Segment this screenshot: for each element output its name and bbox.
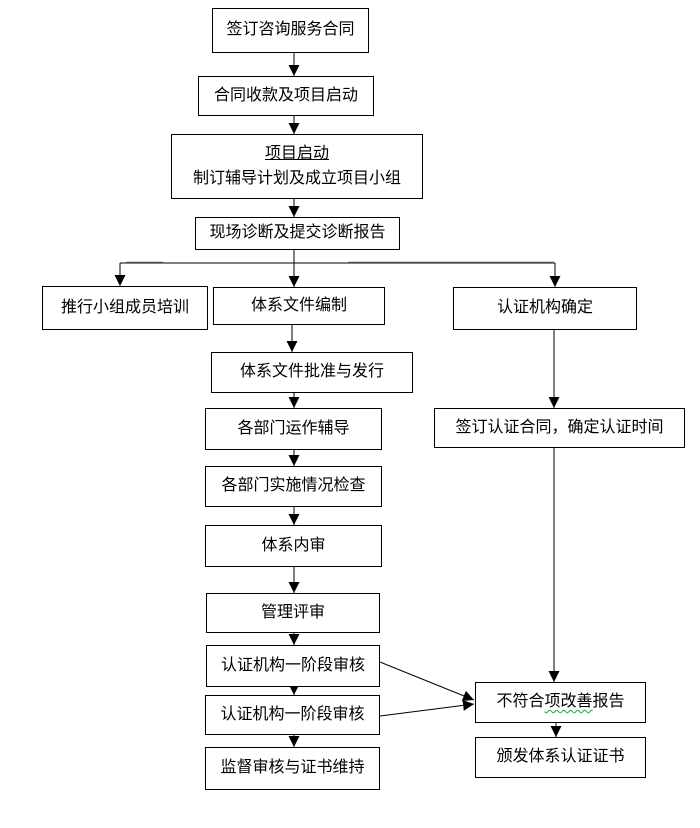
arrow-stage1b-to-ncr bbox=[379, 699, 475, 717]
label-spellcheck-segment: 项改善 bbox=[544, 693, 593, 711]
node-label: 认证机构一阶段审核 bbox=[220, 705, 365, 723]
node-label-line2: 制订辅导计划及成立项目小组 bbox=[192, 169, 401, 187]
node-sign-consult-contract: 签订咨询服务合同 bbox=[212, 8, 369, 53]
node-cert-contract: 签订认证合同，确定认证时间 bbox=[434, 408, 685, 448]
node-mgmt-review: 管理评审 bbox=[206, 593, 380, 633]
node-label: 各部门运作辅导 bbox=[237, 419, 350, 437]
node-label: 管理评审 bbox=[260, 603, 325, 621]
node-label: 认证机构确定 bbox=[496, 299, 593, 317]
node-label: 推行小组成员培训 bbox=[60, 298, 189, 316]
label-prefix: 不符合 bbox=[496, 693, 545, 711]
node-site-diagnosis: 现场诊断及提交诊断报告 bbox=[195, 217, 400, 250]
node-label: 体系文件批准与发行 bbox=[239, 363, 384, 381]
node-label: 签订认证合同，确定认证时间 bbox=[455, 418, 664, 436]
node-label: 颁发体系认证证书 bbox=[496, 748, 625, 766]
node-stage1-audit-2: 认证机构一阶段审核 bbox=[205, 695, 380, 735]
node-nonconformity-report: 不符合项改善报告 bbox=[475, 682, 646, 723]
node-contract-payment: 合同收款及项目启动 bbox=[198, 76, 374, 116]
node-team-training: 推行小组成员培训 bbox=[42, 286, 208, 330]
node-doc-approval: 体系文件批准与发行 bbox=[211, 352, 413, 393]
node-surveillance-audit: 监督审核与证书维持 bbox=[205, 747, 380, 790]
node-label: 各部门实施情况检查 bbox=[221, 477, 366, 495]
node-dept-coaching: 各部门运作辅导 bbox=[205, 408, 382, 450]
arrow-stage1-to-ncr bbox=[379, 661, 475, 701]
node-internal-audit: 体系内审 bbox=[205, 525, 382, 567]
node-project-start: 项目启动 制订辅导计划及成立项目小组 bbox=[171, 134, 423, 199]
node-label: 签订咨询服务合同 bbox=[226, 21, 355, 39]
node-issue-certificate: 颁发体系认证证书 bbox=[475, 737, 646, 778]
node-label: 体系文件编制 bbox=[250, 296, 347, 314]
node-cb-selection: 认证机构确定 bbox=[453, 287, 637, 330]
node-doc-drafting: 体系文件编制 bbox=[213, 287, 385, 325]
node-impl-check: 各部门实施情况检查 bbox=[205, 466, 382, 507]
label-suffix: 报告 bbox=[592, 693, 625, 711]
node-label: 不符合项改善报告 bbox=[496, 690, 624, 715]
node-label: 认证机构一阶段审核 bbox=[220, 656, 365, 674]
node-label: 体系内审 bbox=[261, 536, 326, 554]
node-label: 监督审核与证书维持 bbox=[220, 759, 365, 777]
node-label: 合同收款及项目启动 bbox=[213, 86, 358, 104]
node-label: 现场诊断及提交诊断报告 bbox=[209, 224, 386, 242]
node-label-line1: 项目启动 bbox=[264, 144, 329, 162]
node-stage1-audit: 认证机构一阶段审核 bbox=[206, 645, 380, 687]
